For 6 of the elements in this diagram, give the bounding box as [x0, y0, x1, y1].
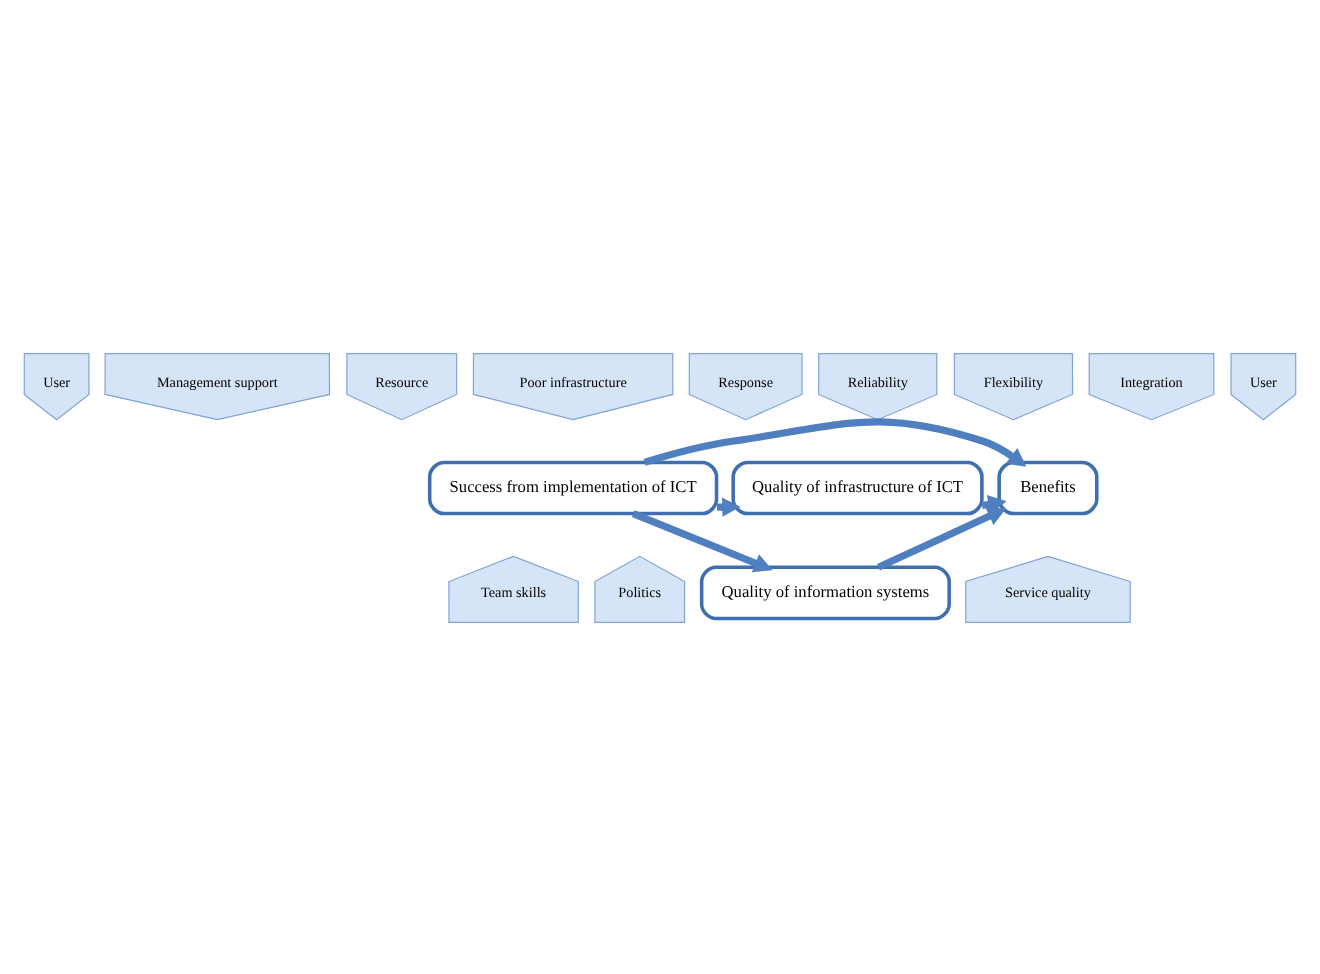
arrow: [631, 509, 773, 572]
node-box: Benefits: [997, 459, 1099, 515]
node-box: Quality of information systems: [699, 564, 951, 620]
node-box: Success from implementation of ICT: [427, 459, 719, 515]
node-box: Quality of infrastructure of ICT: [731, 459, 984, 515]
arrow: [643, 417, 1027, 466]
